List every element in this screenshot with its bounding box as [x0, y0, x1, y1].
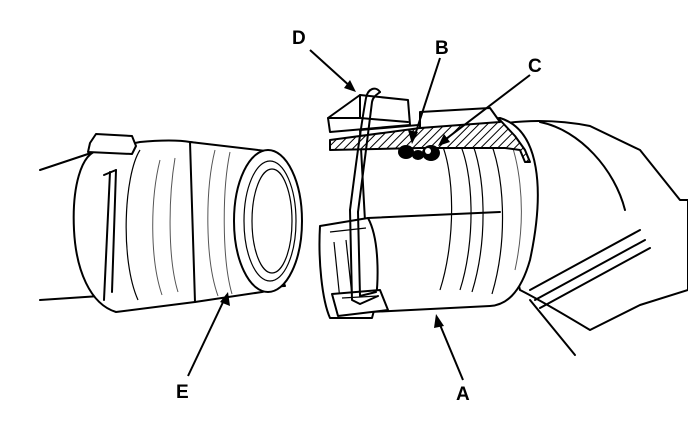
- callout-a: A: [456, 384, 470, 405]
- callout-d: D: [292, 28, 306, 49]
- callout-c: C: [528, 56, 542, 77]
- callout-e: E: [176, 382, 189, 403]
- callout-b: B: [435, 38, 449, 59]
- hose-connector-e: [39, 133, 303, 313]
- pipe-assembly-a: [318, 87, 688, 356]
- leader-lines: [187, 49, 531, 381]
